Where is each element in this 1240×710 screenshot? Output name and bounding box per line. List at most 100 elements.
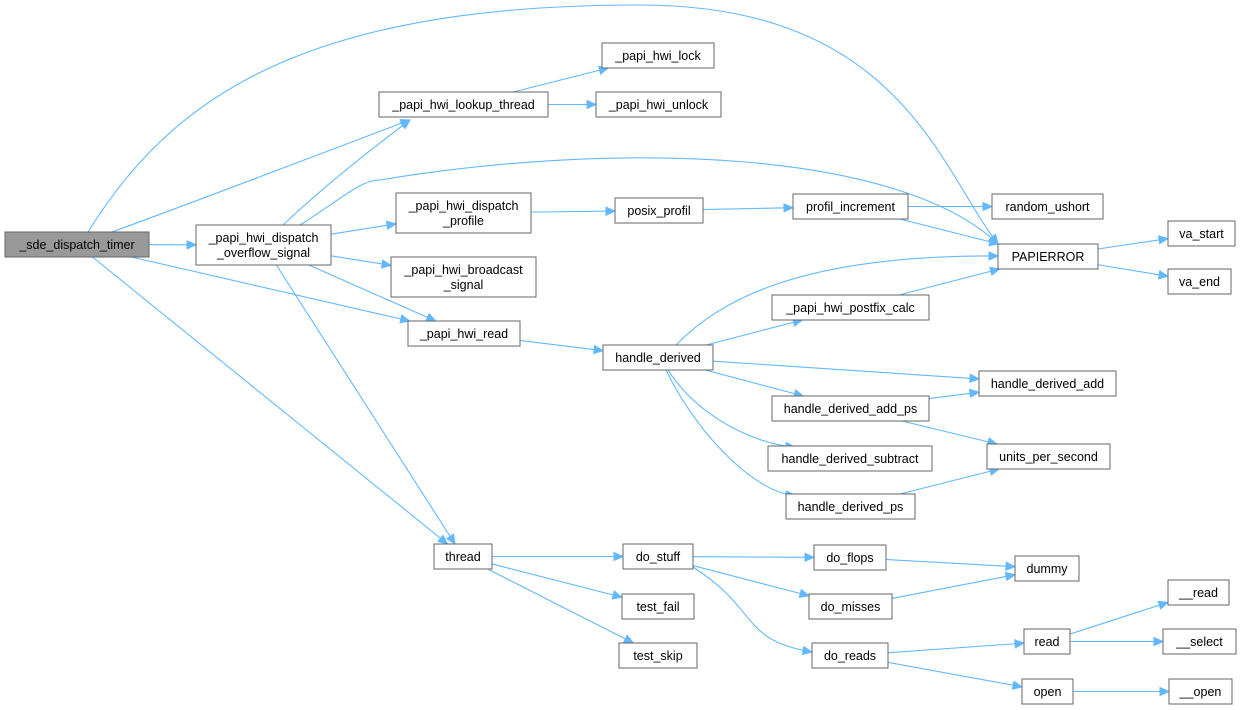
node-hwi-lock[interactable]: _papi_hwi_lock [601, 42, 715, 69]
arrowhead [437, 534, 449, 545]
edge-handle_derived-to-hd_add_ps [705, 369, 805, 399]
node-open[interactable]: open [1021, 678, 1074, 705]
node-box [808, 593, 893, 620]
node-handle-derived[interactable]: handle_derived [602, 344, 714, 371]
edge-lookup_thread-to-hwi_unlock [548, 99, 598, 110]
node-box [1167, 268, 1232, 295]
edge-hd_add_ps-to-units_per_second [901, 420, 999, 447]
node-box [1021, 678, 1074, 705]
node-do-reads[interactable]: do_reads [811, 642, 889, 669]
node-label: va_end [1179, 275, 1220, 289]
edge-do_stuff-to-do_reads [692, 566, 814, 656]
edge-papierror-to-va_end [1097, 264, 1170, 280]
edge-line [1097, 237, 1169, 250]
node-postfix-calc[interactable]: _papi_hwi_postfix_calc [771, 294, 930, 321]
node-label: _papi_hwi_dispatch [408, 199, 519, 213]
node-label: do_misses [821, 600, 881, 614]
node-box [771, 294, 930, 321]
edge-line [487, 568, 634, 644]
edge-profil_increment-to-papierror [899, 218, 1000, 247]
edge-line [282, 119, 411, 226]
arrowhead [1157, 270, 1170, 280]
node-box [771, 395, 930, 422]
node-broadcast[interactable]: _papi_hwi_broadcast_signal [390, 256, 537, 298]
edge-do_stuff-to-do_misses [692, 565, 811, 598]
node-profil-increment[interactable]: profil_increment [792, 193, 909, 220]
node-label: _papi_hwi_dispatch [208, 231, 319, 245]
node-units-per-second[interactable]: units_per_second [986, 443, 1111, 470]
node-label: _sde_dispatch_timer [18, 238, 134, 252]
node-test-fail[interactable]: test_fail [621, 593, 695, 620]
edge-dispatch_profile-to-posix_profil [530, 206, 617, 216]
node-label: _papi_hwi_lock [614, 49, 701, 63]
node-hd-add-ps[interactable]: handle_derived_add_ps [771, 395, 930, 422]
node-hwi-unlock[interactable]: _papi_hwi_unlock [595, 91, 722, 118]
edge-read-to-__select [1070, 636, 1165, 647]
node-box [1167, 220, 1236, 247]
edge-line [308, 264, 436, 322]
node-label: handle_derived [615, 351, 701, 365]
node-hd-subtract[interactable]: handle_derived_subtract [767, 445, 933, 472]
node-dispatch-overflow[interactable]: _papi_hwi_dispatch_overflow_signal [195, 224, 332, 266]
node-label: handle_derived_add_ps [784, 402, 917, 416]
edge-line [299, 157, 999, 245]
node-dummy[interactable]: dummy [1014, 555, 1080, 582]
node-hwi-read[interactable]: _papi_hwi_read [407, 320, 521, 347]
node-label: _papi_hwi_lookup_thread [391, 98, 535, 112]
node-va-end[interactable]: va_end [1167, 268, 1232, 295]
arrowhead [425, 312, 437, 322]
arrowhead [586, 99, 598, 110]
node-box [390, 256, 537, 298]
node-do-misses[interactable]: do_misses [808, 593, 893, 620]
node-label: _papi_hwi_broadcast [403, 263, 523, 277]
node-dispatch-profile[interactable]: _papi_hwi_dispatch_profile [395, 192, 532, 234]
edge-do_reads-to-open [887, 661, 1024, 690]
edge-thread-to-test_skip [487, 568, 635, 644]
arrowhead [988, 251, 1000, 261]
node-do-stuff[interactable]: do_stuff [622, 543, 694, 570]
edge-hd_add_ps-to-hd_add [928, 388, 981, 400]
edge-papierror-to-va_start [1097, 235, 1170, 250]
node-label: _signal [443, 278, 484, 292]
node-select[interactable]: __select [1162, 628, 1237, 655]
node-box [997, 243, 1099, 270]
node-label: do_stuff [636, 550, 681, 564]
node-random-ushort[interactable]: random_ushort [991, 193, 1104, 220]
node-label: do_flops [826, 551, 873, 565]
node-label: open [1034, 685, 1062, 699]
node-posix-profil[interactable]: posix_profil [614, 197, 704, 224]
node-box [618, 642, 698, 669]
node-hd-add[interactable]: handle_derived_add [978, 370, 1117, 397]
node-box [595, 91, 722, 118]
node-read[interactable]: read [1023, 628, 1071, 655]
edge-line [87, 4, 999, 245]
arrowhead [801, 645, 814, 656]
nodes-layer: _sde_dispatch_timer _papi_hwi_dispatch_ov… [4, 42, 1237, 705]
node-read[interactable]: __read [1167, 579, 1230, 606]
node-box [614, 197, 704, 224]
edge-line [665, 369, 796, 496]
node-thread[interactable]: thread [433, 543, 493, 570]
node-label: handle_derived_add [991, 377, 1104, 391]
node-test-skip[interactable]: test_skip [618, 642, 698, 669]
edge-line [675, 255, 999, 346]
node-sde[interactable]: _sde_dispatch_timer [4, 231, 150, 258]
edge-handle_derived-to-hd_ps [665, 369, 797, 500]
node-box [4, 231, 150, 258]
edge-line [898, 268, 1000, 296]
edge-open-to-__open [1073, 686, 1171, 697]
arrowhead [798, 588, 811, 598]
node-va-start[interactable]: va_start [1167, 220, 1236, 247]
node-open[interactable]: __open [1168, 678, 1233, 705]
node-label: do_reads [824, 649, 876, 663]
edge-line [330, 223, 397, 235]
node-hd-ps[interactable]: handle_derived_ps [785, 493, 916, 520]
node-label: test_skip [633, 649, 682, 663]
node-do-flops[interactable]: do_flops [813, 544, 887, 571]
node-papierror[interactable]: PAPIERROR [997, 243, 1099, 270]
node-box [811, 642, 889, 669]
node-box [978, 370, 1117, 397]
node-lookup-thread[interactable]: _papi_hwi_lookup_thread [378, 91, 549, 118]
